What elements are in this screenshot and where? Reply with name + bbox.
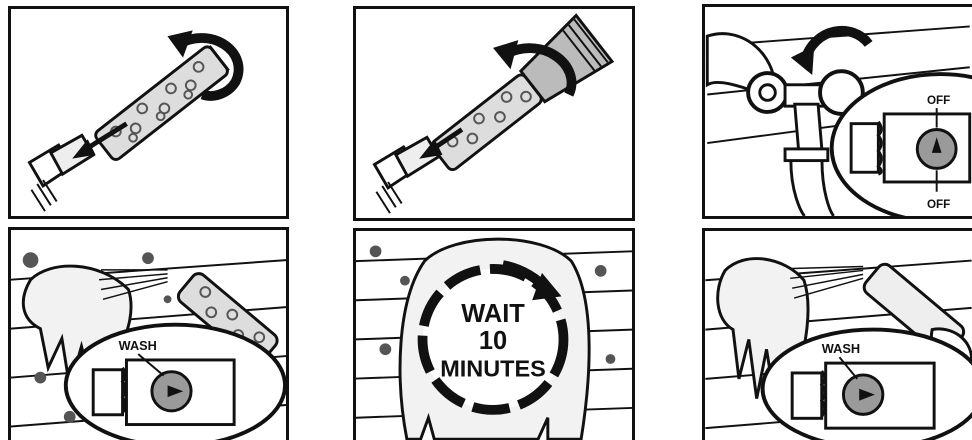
step-5-illustration: WAIT 10 MINUTES	[356, 231, 632, 440]
dial-label-off-top: OFF	[927, 94, 950, 107]
step-1-illustration	[11, 9, 286, 216]
wait-line-1: WAIT	[461, 300, 525, 328]
step-5-panel: WAIT 10 MINUTES	[353, 228, 635, 440]
step-6-illustration: WASH	[705, 231, 972, 440]
wait-line-2: 10	[479, 327, 507, 355]
sprayer-bottle	[423, 16, 612, 182]
step-1-panel	[8, 6, 289, 219]
step-3-illustration: OFF OFF	[705, 7, 972, 216]
step-2-panel	[353, 6, 635, 221]
step-4-illustration: WASH	[11, 230, 286, 440]
step-3-panel: OFF OFF	[702, 4, 972, 219]
wait-line-3: MINUTES	[440, 356, 546, 382]
step-4-panel: WASH	[8, 227, 289, 440]
dial-label-wash: WASH	[119, 338, 157, 353]
step-6-panel: WASH	[702, 228, 972, 440]
dial-label-off-bottom: OFF	[927, 198, 950, 211]
step-2-illustration	[356, 9, 632, 218]
sprayer-bottle	[93, 45, 229, 162]
dial-label-wash: WASH	[822, 341, 860, 356]
